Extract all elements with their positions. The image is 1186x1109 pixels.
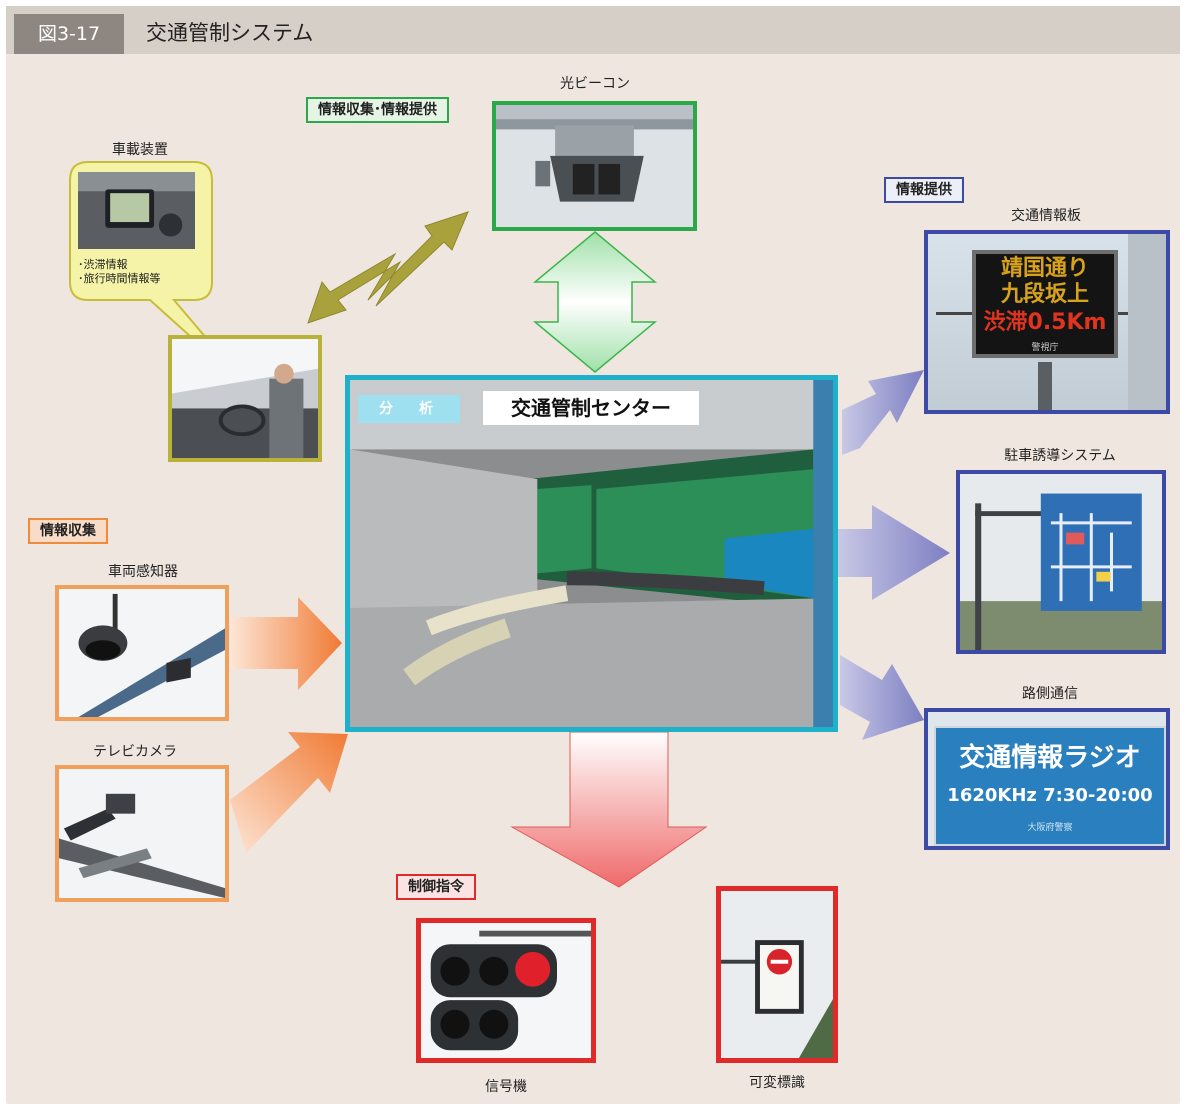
bubble-text: ･渋滞情報 ･旅行時間情報等: [78, 258, 161, 286]
caption-optical-beacon: 光ビーコン: [560, 76, 630, 92]
figure-label: 図3-17: [14, 14, 124, 54]
wireless-zigzag-arrow: [307, 211, 469, 324]
signboard-line-1: 靖国通り: [1000, 256, 1089, 281]
signboard-footer: 警視庁: [1031, 343, 1059, 353]
blue-arrow-parking: [838, 505, 950, 600]
tag-collect-and-provide: 情報収集･情報提供: [306, 97, 449, 123]
orange-arrow-vehicle-detector: [230, 597, 342, 690]
tag-collect: 情報収集: [28, 518, 108, 544]
orange-arrow-tv-camera: [230, 732, 348, 853]
tag-analysis: 分 析: [358, 395, 460, 423]
figure-title: 交通管制システム: [146, 21, 314, 45]
roadside-comm-photo: 交通情報ラジオ 1620KHz 7:30-20:00 大阪府警察: [924, 708, 1170, 850]
radio-sign-line-1: 交通情報ラジオ: [959, 743, 1141, 773]
caption-vehicle-detector: 車両感知器: [108, 564, 178, 580]
tag-provide: 情報提供: [884, 177, 964, 203]
traffic-info-board-photo: 靖国通り 九段坂上 渋滞0.5Km 警視庁: [924, 230, 1170, 414]
caption-roadside-comm: 路側通信: [1022, 686, 1078, 702]
signboard-line-2: 九段坂上: [1000, 282, 1089, 307]
caption-traffic-info-board: 交通情報板: [1011, 208, 1081, 224]
vehicle-detector-photo: [55, 585, 229, 721]
variable-sign-photo: [716, 886, 838, 1063]
bubble-line-travel-time: ･旅行時間情報等: [78, 272, 161, 285]
bubble-line-congestion: ･渋滞情報: [78, 258, 128, 271]
parking-guidance-photo: [956, 470, 1166, 654]
tag-control: 制御指令: [396, 874, 476, 900]
traffic-signal-photo: [416, 918, 596, 1063]
caption-parking-guidance: 駐車誘導システム: [1004, 448, 1116, 464]
optical-beacon-photo: [492, 101, 697, 231]
caption-variable-sign: 可変標識: [749, 1075, 805, 1091]
caption-tv-camera: テレビカメラ: [93, 744, 177, 760]
center-title: 交通管制センター: [483, 391, 699, 425]
onboard-device-photo: [78, 172, 195, 249]
control-center-photo: [345, 375, 838, 732]
caption-onboard-device: 車載装置: [112, 142, 168, 158]
blue-arrow-info-board: [842, 370, 924, 455]
caption-signal: 信号機: [485, 1079, 527, 1095]
green-double-arrow: [532, 231, 658, 373]
signboard-line-3: 渋滞0.5Km: [983, 310, 1107, 335]
header-bar: [6, 6, 1180, 54]
radio-sign-footer: 大阪府警察: [1027, 823, 1073, 833]
red-down-arrow: [510, 731, 708, 888]
blue-arrow-roadside: [840, 655, 924, 740]
radio-sign-line-2: 1620KHz 7:30-20:00: [947, 785, 1153, 806]
tv-camera-photo: [55, 765, 229, 902]
driver-photo: [168, 335, 322, 462]
